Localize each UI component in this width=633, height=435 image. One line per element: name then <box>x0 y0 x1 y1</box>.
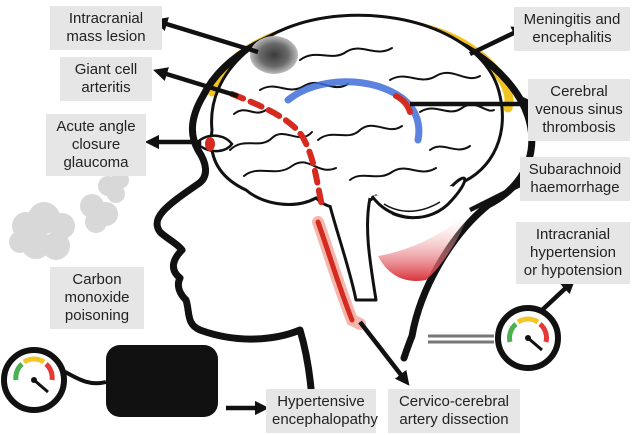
label-dissection: Cervico-cerebral artery dissection <box>388 389 520 433</box>
label-giant-cell-arteritis: Giant cell arteritis <box>60 57 152 101</box>
mass-lesion <box>250 36 298 74</box>
haemorrhage <box>378 210 470 281</box>
label-venous-thrombosis: Cerebral venous sinus thrombosis <box>528 79 630 141</box>
label-hypertensive: Hypertensive encephalopathy <box>266 389 378 433</box>
eye <box>198 134 234 153</box>
label-subarachnoid: Subarachnoid haemorrhage <box>520 157 630 201</box>
label-glaucoma: Acute angle closure glaucoma <box>46 114 146 176</box>
label-carbon-monoxide: Carbon monoxide poisoning <box>50 267 144 329</box>
venous-sinus <box>284 78 423 144</box>
icp-gauge <box>428 305 561 371</box>
bp-gauge <box>1 347 67 413</box>
temporal-artery <box>229 91 325 209</box>
smoke-clouds <box>9 171 129 260</box>
label-intracranial-pressure: Intracranial hypertension or hypotension <box>516 222 630 284</box>
label-intracranial-mass: Intracranial mass lesion <box>50 6 162 50</box>
label-meningitis: Meningitis and encephalitis <box>514 7 630 51</box>
bp-cuff <box>106 345 218 417</box>
brainstem <box>328 197 378 302</box>
cerebellum <box>370 176 467 220</box>
